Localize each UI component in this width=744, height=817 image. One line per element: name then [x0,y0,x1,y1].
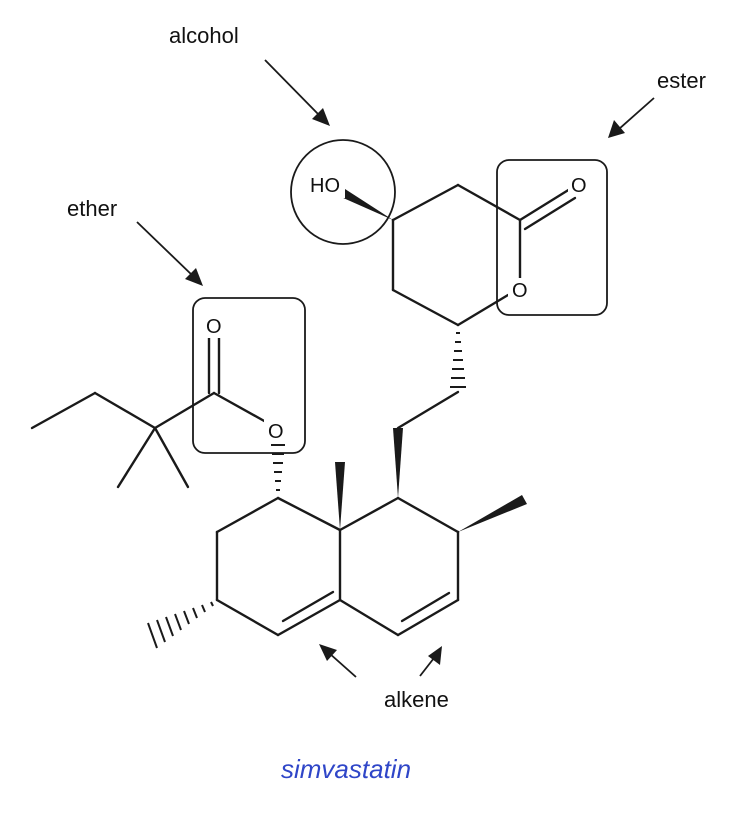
alcohol-highlight-circle [290,139,396,245]
bond-ch2-ch3 [30,391,97,430]
bond-r4-inner [400,591,451,623]
bond-quat-me1 [116,426,157,489]
bond-oether-carbonylc [212,391,268,424]
atom-o-carbonyl-left: O [206,316,222,338]
bond-l1 [276,496,342,532]
side-chain [30,336,268,489]
atom-o-carbonyl-top: O [571,175,587,197]
bond-l4 [215,598,280,637]
decalin-system [215,462,527,637]
bond-r4 [396,598,460,637]
lactone-ring [341,183,577,327]
hash-lactone-chain [450,332,466,388]
arrow-alkene-right [419,646,442,677]
molecule-name-caption: simvastatin [281,754,411,784]
wedge-ho [341,189,393,220]
bond-linker-1 [396,390,460,430]
bond-l5-inner [281,590,335,623]
ester-highlight-box [496,159,608,316]
bond-c-quat [153,391,216,430]
bond-oring-c5 [456,293,510,327]
atom-o-ring: O [512,280,528,302]
arrow-alcohol [264,59,330,126]
arrow-alkene-left [319,644,357,678]
wedge-angular-methyl [335,462,345,530]
arrow-ether [136,221,203,286]
wedge-linker [393,428,403,498]
wedge-methyl-right [458,495,527,532]
bond-l5 [276,598,342,637]
bond-c2-c3 [456,183,522,222]
bond-carbonyl-b [523,196,577,231]
bond-r2 [396,496,460,534]
hash-ring-ester [271,444,285,491]
bond-quat-me2 [153,426,190,489]
ether-highlight-box [192,297,306,454]
bond-c1-c2 [391,183,460,222]
bond-r5 [338,598,400,637]
label-alkene: alkene [384,687,449,712]
label-ester: ester [657,68,706,93]
bond-quat-ch2 [93,391,157,430]
atom-o-ether: O [268,421,284,443]
label-ether: ether [67,196,117,221]
bond-carbonyl-a [518,187,572,222]
atom-ho: HO [310,175,340,197]
hash-methyl-left [147,601,214,649]
bond-l2 [215,496,280,534]
label-alcohol: alcohol [169,23,239,48]
bond-r1 [338,496,400,532]
arrow-ester [608,97,655,138]
bond-c5-c6 [391,288,460,327]
